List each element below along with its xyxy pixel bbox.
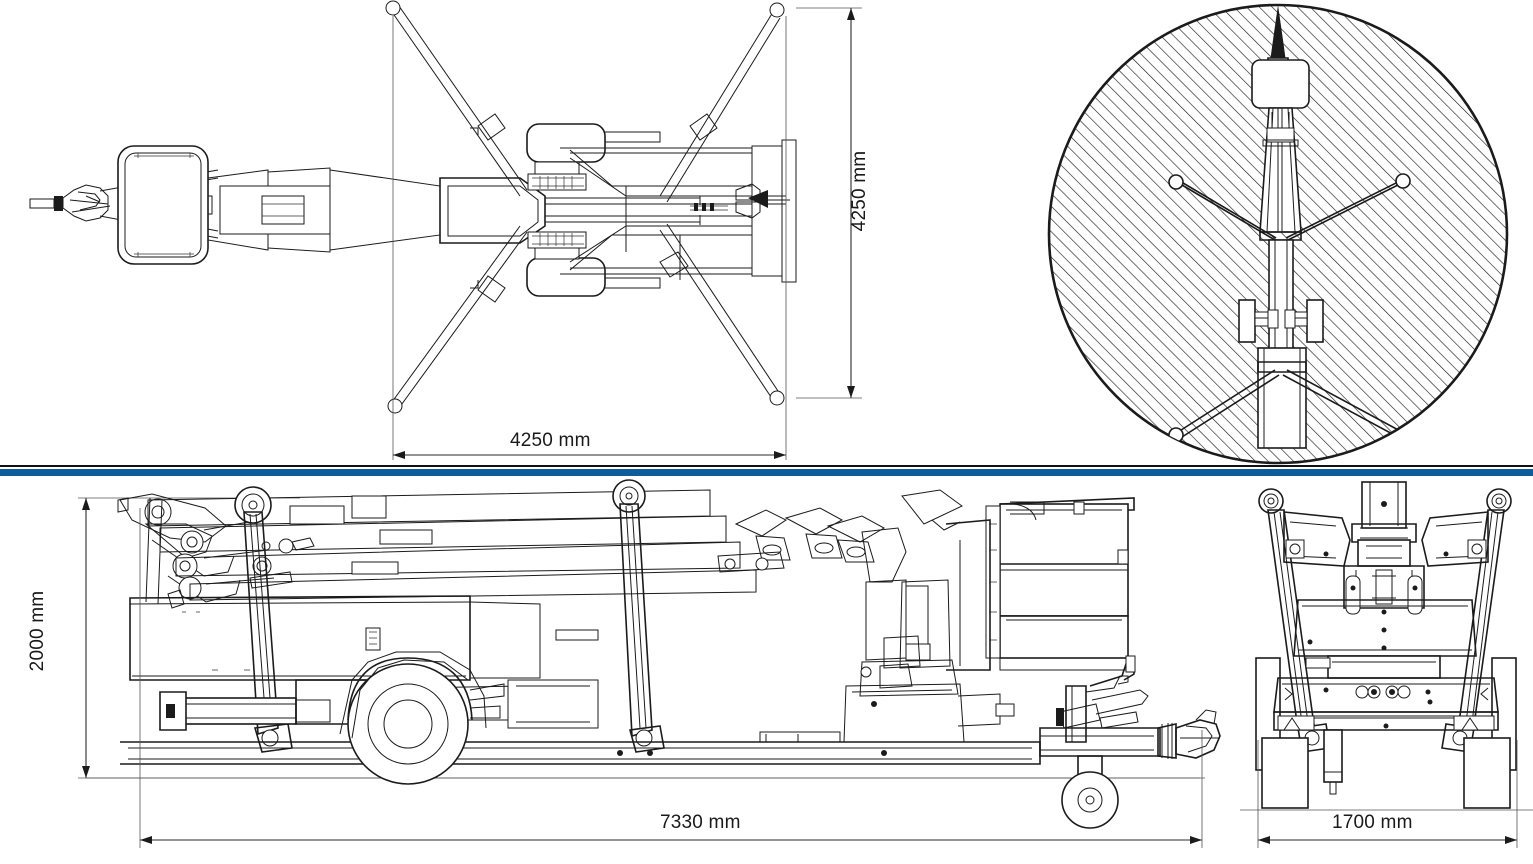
divider-rule	[0, 465, 1533, 467]
plan-machine-outline	[29, 0, 797, 414]
boom-sections	[147, 489, 757, 601]
platform-cage	[901, 489, 1135, 671]
circle-control-box	[1251, 59, 1310, 109]
road-wheel	[339, 651, 505, 785]
view-side-elevation: 2000 mm 7330 mm	[0, 479, 1240, 864]
control-box	[117, 145, 209, 265]
rear-deck	[1273, 657, 1499, 795]
turret-post	[843, 579, 1015, 743]
view-working-circle	[1010, 0, 1533, 470]
dimension-label-transport-height: 2000 mm	[27, 590, 48, 672]
outrigger-legs	[385, 0, 785, 414]
dimension-transport-length	[139, 508, 1203, 848]
rear-boom-stack	[1283, 481, 1489, 615]
dimension-plan-depth	[796, 7, 862, 399]
stowed-boom	[545, 139, 797, 283]
chassis-frame	[207, 167, 441, 253]
mast-post	[234, 479, 665, 753]
circle-rear-plate	[1257, 347, 1307, 449]
drawbar-assembly	[1039, 655, 1221, 829]
front-outrigger	[159, 691, 331, 731]
divider-blue-bar	[0, 469, 1533, 476]
side-machine	[117, 479, 1221, 829]
rear-outriggers	[1255, 488, 1517, 809]
rear-machine	[1255, 481, 1517, 809]
section-divider	[0, 465, 1533, 476]
view-rear-elevation: 1700 mm	[1240, 480, 1533, 864]
rear-elevation-svg	[1240, 481, 1533, 848]
working-area-hatch	[1049, 5, 1507, 463]
circle-wheels	[1238, 299, 1324, 343]
side-elevation-svg	[78, 479, 1221, 848]
turret-and-wheels	[439, 123, 661, 297]
working-circle-svg	[1047, 3, 1509, 465]
circle-outriggers-upper	[1168, 173, 1411, 244]
dimension-transport-width	[1240, 740, 1533, 848]
plan-outriggers-svg	[29, 0, 862, 460]
view-plan-outriggers: 4250 mm 4250 mm	[0, 0, 880, 470]
dimension-label-transport-length: 7330 mm	[660, 812, 741, 833]
circle-chassis	[1259, 107, 1302, 233]
dimension-label-transport-width: 1700 mm	[1332, 812, 1413, 833]
dimension-label-plan-depth: 4250 mm	[849, 150, 870, 232]
engine-bay	[129, 595, 541, 681]
boom-hinges	[717, 507, 907, 661]
dimension-label-plan-width: 4250 mm	[510, 430, 591, 451]
tow-coupling	[29, 184, 111, 222]
circle-rear-plate-lines	[1263, 348, 1301, 448]
mid-structure	[507, 629, 599, 729]
dimension-plan-width	[392, 16, 787, 460]
